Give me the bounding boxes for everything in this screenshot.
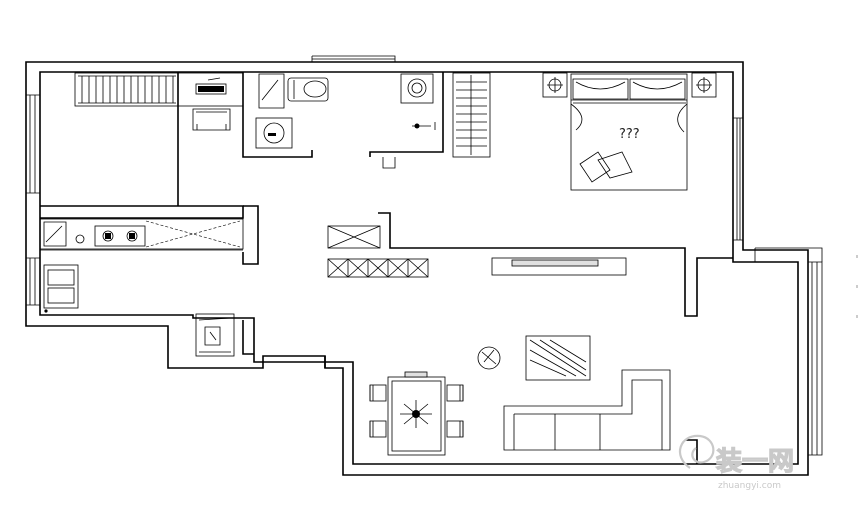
bathroom-fixtures (255, 72, 491, 158)
exterior-walls (25, 55, 823, 476)
living-room-furniture (477, 335, 671, 451)
swirl-logo-icon (679, 434, 715, 469)
dining-set (369, 371, 464, 456)
study-desk (74, 72, 244, 131)
watermark-brand: 装一网 (716, 447, 794, 477)
kitchen-fixtures (39, 218, 244, 357)
watermark-url: zhuangyi.com (718, 481, 781, 491)
corridor-cabinets (327, 225, 627, 278)
bedroom-label: ??? (619, 127, 640, 142)
bedroom-furniture: ??? (542, 72, 717, 191)
watermark: 装一网 zhuangyi.com (679, 434, 795, 491)
